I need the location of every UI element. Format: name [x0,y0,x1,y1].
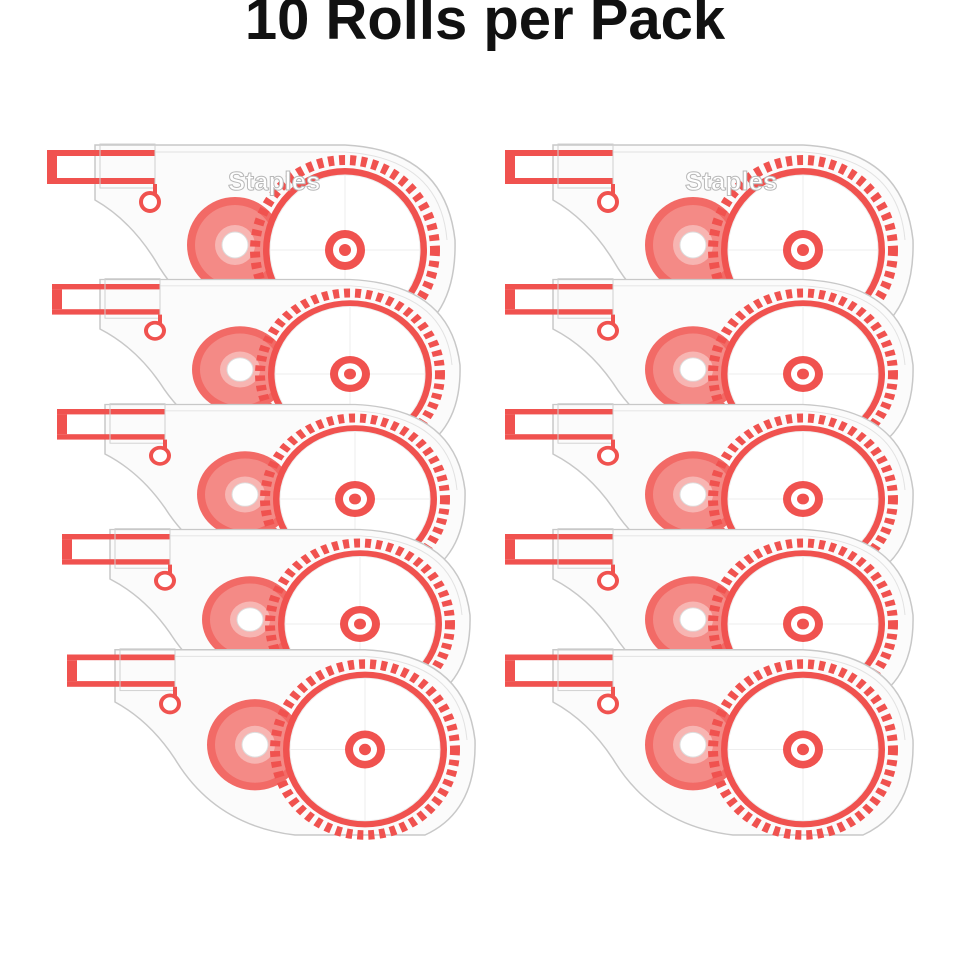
staples-logo: Staples [685,166,778,196]
staples-logo: Staples [228,166,321,196]
tape-dispenser [505,649,913,835]
dispenser-column-right: Staples [505,144,913,835]
page-title: 10 Rolls per Pack [244,0,726,52]
dispenser-column-left: Staples [47,144,475,835]
tape-dispenser [67,649,475,835]
